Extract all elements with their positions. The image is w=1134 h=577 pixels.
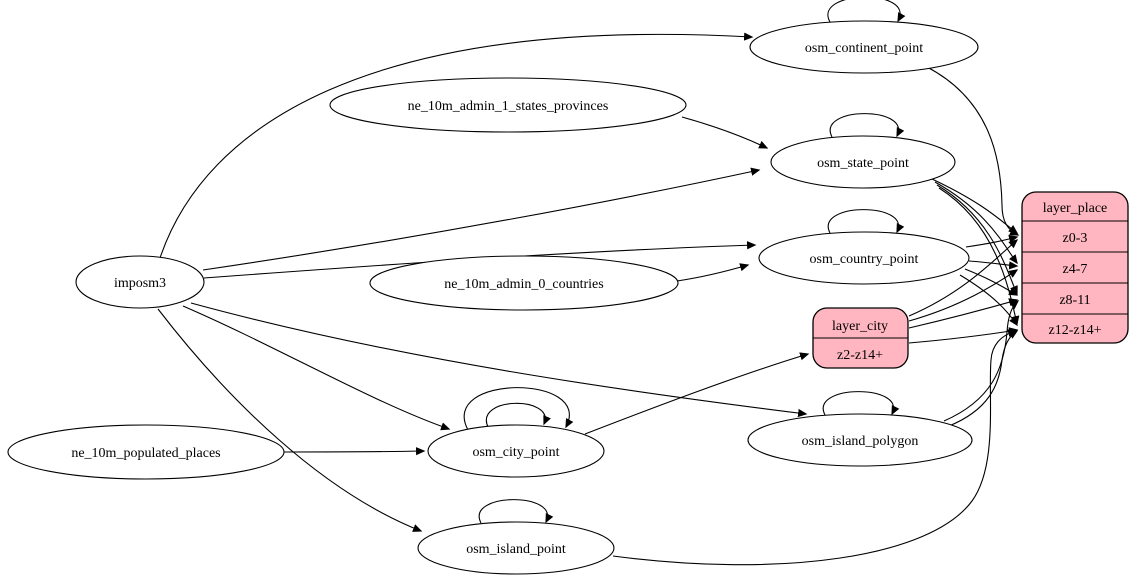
- edge-osm_continent_point-layer_place-z0-3: [926, 66, 1020, 236]
- edge-osm_state_point-layer_place-z0-3: [931, 178, 1019, 234]
- edge-imposm3-osm_island_point: [157, 308, 423, 532]
- node-label-osm_continent_point: osm_continent_point: [805, 41, 923, 56]
- node-osm_country_point: osm_country_point: [758, 231, 970, 285]
- record-row-layer_place-z8-11: z8-11: [1059, 293, 1090, 308]
- node-ne_10m_populated_places: ne_10m_populated_places: [7, 424, 285, 480]
- record-title-layer_city: layer_city: [832, 319, 888, 334]
- edge-osm_state_point-layer_place-z12-z14: [938, 187, 1020, 326]
- node-imposm3: imposm3: [75, 255, 205, 309]
- node-label-ne_10m_populated_places: ne_10m_populated_places: [71, 446, 220, 461]
- node-osm_continent_point: osm_continent_point: [749, 20, 979, 74]
- edge-osm_island_polygon-layer_place-z12-z14: [948, 330, 1019, 427]
- edge-imposm3-osm_continent_point: [159, 32, 754, 259]
- edge-osm_city_point-layer_city-z2-z14: [584, 352, 810, 435]
- selfloop-osm_city_point-outer: [463, 387, 574, 431]
- node-osm_state_point: osm_state_point: [770, 135, 956, 189]
- node-label-osm_state_point: osm_state_point: [817, 156, 909, 171]
- edge-ne_10m_admin_1_states_provinces-osm_state_point: [681, 116, 769, 149]
- selfloop-osm_state_point: [829, 113, 905, 138]
- edge-osm_country_point-layer_place-z4-7: [968, 260, 1019, 270]
- node-ne_10m_admin_0_countries: ne_10m_admin_0_countries: [369, 255, 679, 311]
- node-label-ne_10m_admin_0_countries: ne_10m_admin_0_countries: [444, 277, 603, 292]
- edge-imposm3-osm_state_point: [202, 167, 761, 271]
- node-label-osm_island_point: osm_island_point: [466, 542, 566, 557]
- edge-ne_10m_admin_0_countries-osm_country_point: [676, 263, 750, 282]
- edge-layer_city-layer_place-z0-3: [908, 239, 1019, 317]
- selfloop-osm_island_point: [478, 499, 554, 524]
- edge-osm_state_point-layer_place-z4-7: [934, 181, 1018, 265]
- record-row-layer_place-z12-z14: z12-z14+: [1049, 323, 1102, 338]
- node-label-osm_country_point: osm_country_point: [810, 252, 919, 267]
- node-osm_island_polygon: osm_island_polygon: [747, 413, 973, 467]
- edge-osm_island_polygon-layer_place-z8-11: [943, 300, 1020, 422]
- selfloop-osm_island_polygon: [822, 391, 900, 416]
- edge-imposm3-osm_island_polygon: [190, 302, 808, 418]
- record-row-layer_place-z4-7: z4-7: [1063, 262, 1088, 277]
- edge-osm_country_point-layer_place-z8-11: [964, 268, 1019, 296]
- edge-osm_country_point-layer_place-z12-z14: [959, 274, 1018, 327]
- node-layer_city: layer_city z2-z14+: [812, 307, 909, 369]
- edge-ne_10m_populated_places-osm_city_point: [283, 447, 426, 456]
- selfloop-osm_city_point-inner: [485, 402, 551, 428]
- record-title-layer_place: layer_place: [1043, 201, 1108, 216]
- node-label-ne_10m_admin_1_states_provinces: ne_10m_admin_1_states_provinces: [408, 99, 609, 114]
- node-label-osm_city_point: osm_city_point: [472, 445, 559, 460]
- selfloop-osm_continent_point: [827, 0, 906, 23]
- node-osm_island_point: osm_island_point: [417, 521, 615, 575]
- edge-imposm3-osm_city_point: [182, 305, 451, 431]
- edge-osm_island_point-layer_place-z12-z14: [612, 329, 1018, 566]
- node-layer_place: layer_place z0-3 z4-7 z8-11 z12-z14+: [1021, 191, 1129, 344]
- edge-layer_city-layer_place-z8-11: [908, 298, 1019, 329]
- selfloop-osm_country_point: [827, 209, 905, 234]
- node-label-imposm3: imposm3: [114, 276, 166, 291]
- node-osm_city_point: osm_city_point: [427, 424, 605, 478]
- edge-osm_country_point-layer_place-z0-3: [965, 234, 1019, 248]
- edge-layer_city-layer_place-z12-z14: [908, 327, 1019, 344]
- edge-layer_city-layer_place-z4-7: [908, 269, 1019, 322]
- node-label-osm_island_polygon: osm_island_polygon: [802, 434, 919, 449]
- record-row-layer_place-z0-3: z0-3: [1063, 231, 1088, 246]
- node-ne_10m_admin_1_states_provinces: ne_10m_admin_1_states_provinces: [329, 77, 687, 133]
- record-row-layer_city-z2-z14: z2-z14+: [837, 348, 883, 363]
